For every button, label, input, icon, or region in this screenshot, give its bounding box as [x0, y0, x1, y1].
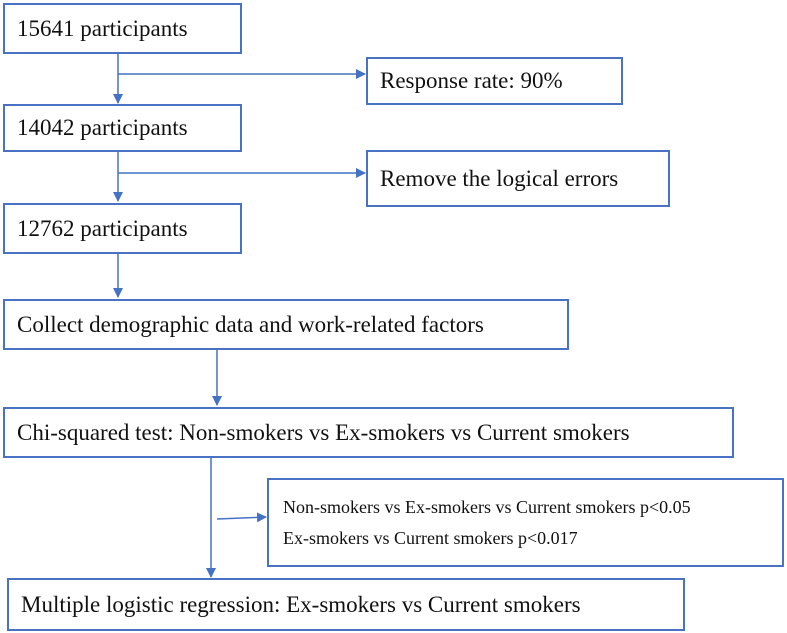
response-rate-box: Response rate: 90% [366, 57, 623, 105]
remove-errors-label: Remove the logical errors [380, 165, 619, 191]
step1-label: 15641 participants [17, 15, 188, 41]
results-box: Non-smokers vs Ex-smokers vs Current smo… [267, 478, 784, 567]
result-line-1: Non-smokers vs Ex-smokers vs Current smo… [283, 496, 691, 517]
result-line-2: Ex-smokers vs Current smokers p<0.017 [283, 527, 578, 548]
collect-label: Collect demographic data and work-relate… [17, 311, 484, 337]
step3-box: 12762 participants [3, 203, 242, 254]
remove-errors-box: Remove the logical errors [366, 150, 670, 207]
chi-squared-label: Chi-squared test: Non-smokers vs Ex-smok… [17, 419, 630, 445]
regression-box: Multiple logistic regression: Ex-smokers… [7, 578, 685, 631]
step2-label: 14042 participants [17, 115, 188, 140]
arrow-to-results [216, 512, 267, 523]
step1-box: 15641 participants [3, 3, 242, 54]
step3-label: 12762 participants [17, 215, 188, 241]
chi-squared-box: Chi-squared test: Non-smokers vs Ex-smok… [3, 407, 734, 458]
regression-label: Multiple logistic regression: Ex-smokers… [21, 591, 581, 617]
step2-box: 14042 participants [3, 104, 242, 152]
response-rate-label: Response rate: 90% [380, 68, 563, 93]
collect-box: Collect demographic data and work-relate… [3, 299, 569, 350]
